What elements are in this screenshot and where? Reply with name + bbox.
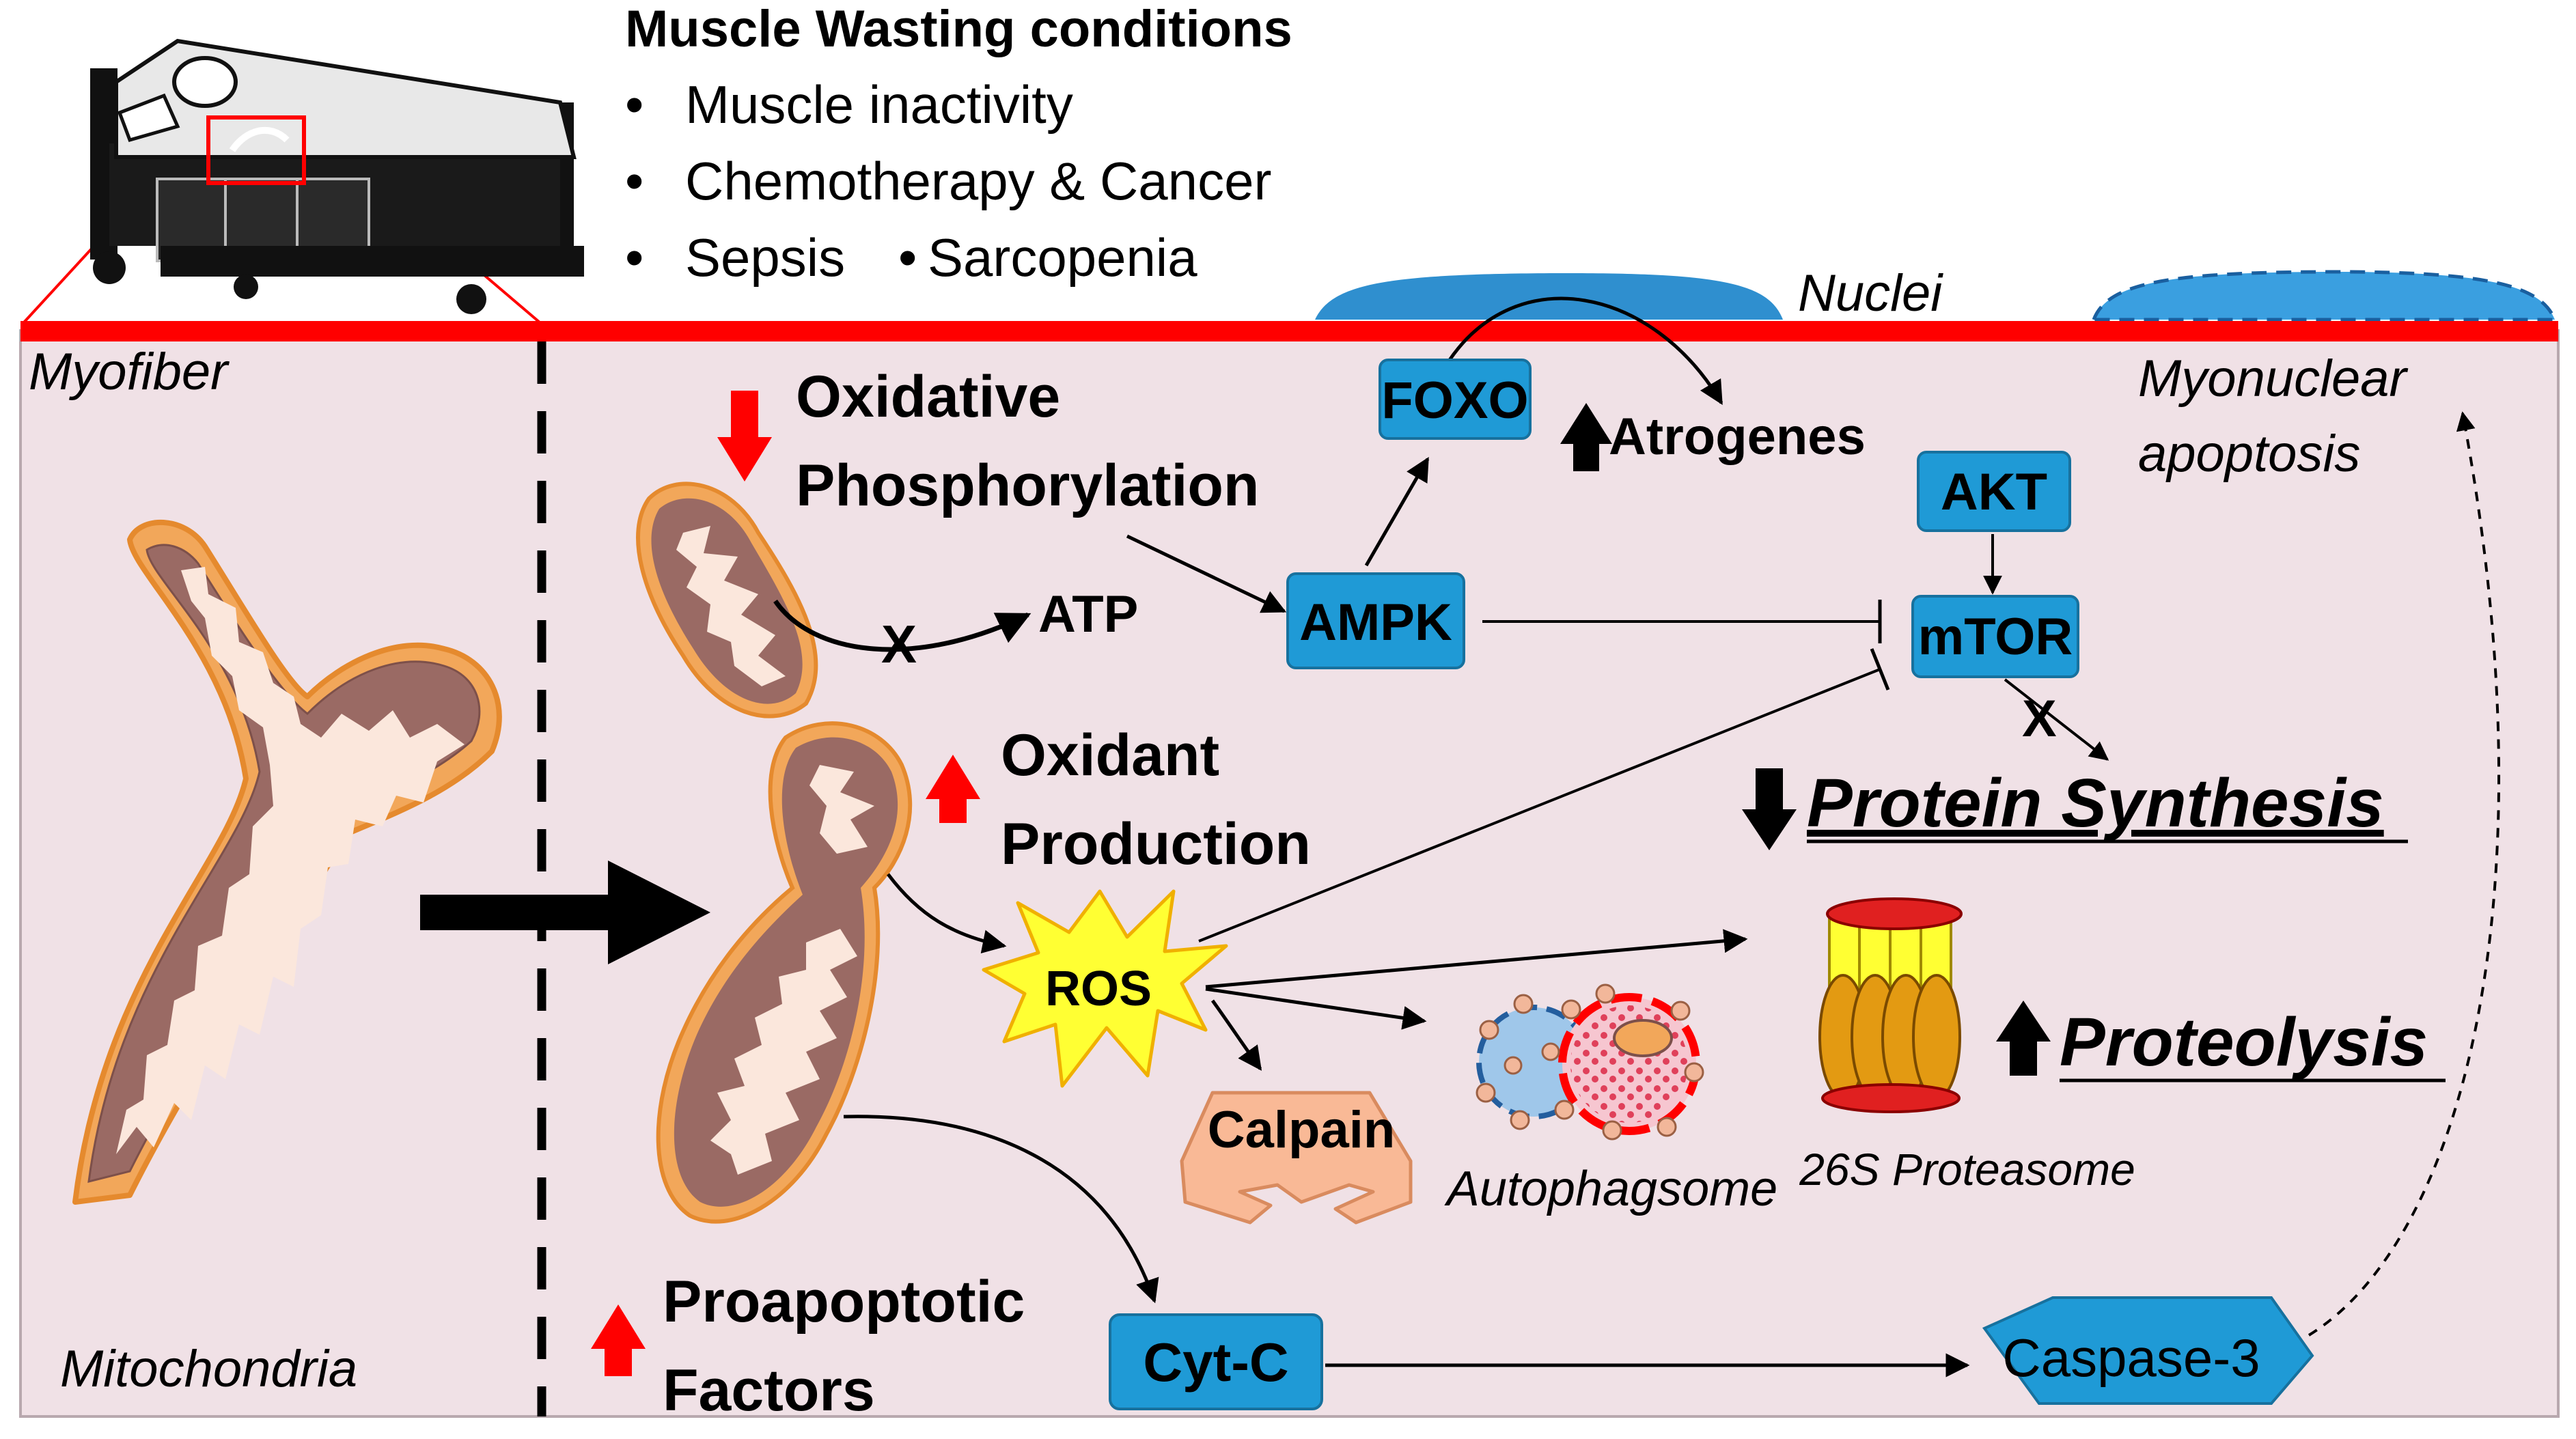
transition-arrow	[420, 861, 710, 964]
up-arrow-oxidant	[926, 755, 980, 823]
oxidant-production-label-line2: Production	[1001, 811, 1311, 877]
proteasome-illustration	[1818, 897, 1963, 1113]
patient-bed-illustration	[90, 38, 584, 314]
proteolysis-label: Proteolysis	[2060, 1004, 2428, 1080]
mtor-label: mTOR	[1918, 608, 2073, 666]
myofiber-label: Myofiber	[29, 343, 230, 401]
autophagosome-illustration	[1476, 983, 1704, 1141]
arrow-mito-to-ros	[887, 873, 1007, 953]
akt-node	[1917, 451, 2071, 532]
arrow-mito-to-cytc	[843, 1115, 1159, 1304]
arrow-ampk-to-foxo	[1364, 456, 1430, 567]
caspase3-label: Caspase-3	[2002, 1328, 2260, 1388]
cytc-label: Cyt-C	[1143, 1332, 1288, 1393]
nucleus-right-apoptotic	[2091, 270, 2558, 322]
arrow-ros-to-calpain	[1210, 999, 1262, 1071]
conditions-bullet-4: •	[898, 227, 917, 288]
oxidant-production-label-line1: Oxidant	[1001, 723, 1219, 788]
cytc-node	[1109, 1313, 1323, 1410]
atp-production-arrow	[773, 600, 1031, 652]
inhibition-bar-ros	[1870, 648, 1890, 690]
mtor-blocked-x-icon: X	[2022, 690, 2057, 748]
up-arrow-proteolysis	[1996, 1001, 2051, 1076]
oxidative-phosphorylation-label-line2: Phosphorylation	[796, 453, 1259, 518]
autophagosome-label: Autophagsome	[1444, 1162, 1777, 1216]
condition-chemotherapy-cancer: Chemotherapy & Cancer	[685, 151, 1271, 211]
condition-sepsis: Sepsis	[685, 227, 845, 288]
condition-muscle-inactivity: Muscle inactivity	[685, 74, 1073, 135]
mitochondria-label: Mitochondria	[60, 1340, 357, 1398]
conditions-title: Muscle Wasting conditions	[625, 0, 1292, 58]
calpain-shape	[1180, 1091, 1413, 1225]
inhibition-ros-to-mtor	[1198, 668, 1881, 942]
ros-label: ROS	[1045, 962, 1152, 1016]
damaged-mitochondrion-top	[636, 481, 818, 718]
myonuclear-apoptosis-label-line2: apoptosis	[2138, 425, 2360, 483]
foxo-node	[1379, 359, 1532, 440]
myonuclear-apoptosis-label-line1: Myonuclear	[2138, 350, 2409, 408]
ros-burst	[982, 889, 1228, 1088]
mtor-node	[1911, 595, 2079, 678]
down-arrow-oxphos	[717, 391, 772, 481]
damaged-mitochondrion-bottom	[656, 721, 913, 1224]
arrow-oxphos-to-ampk	[1126, 534, 1287, 613]
arrow-foxo-to-atrogenes	[1446, 296, 1723, 406]
up-arrow-atrogenes	[1560, 403, 1612, 471]
proapoptotic-factors-label-line1: Proapoptotic	[663, 1269, 1025, 1335]
condition-sarcopenia: Sarcopenia	[928, 227, 1197, 288]
arrow-ros-to-proteasome	[1205, 929, 1748, 989]
atp-label: ATP	[1038, 585, 1138, 643]
myofiber-cytoplasm	[19, 329, 2560, 1418]
nuclei-label: Nuclei	[1798, 264, 1943, 322]
proteasome-label: 26S Proteasome	[1799, 1144, 2135, 1194]
healthy-mitochondrion	[72, 519, 502, 1205]
nucleus-left	[1315, 273, 1783, 320]
conditions-bullet-1: •	[625, 74, 643, 135]
arrow-ros-to-autophagosome	[1205, 987, 1427, 1030]
conditions-bullet-2: •	[625, 151, 643, 211]
atp-blocked-x-icon: X	[881, 614, 917, 674]
akt-label: AKT	[1941, 463, 2047, 521]
calpain-label: Calpain	[1208, 1101, 1396, 1159]
foxo-label: FOXO	[1381, 372, 1528, 430]
proapoptotic-factors-label-line2: Factors	[663, 1358, 875, 1423]
protein-synthesis-label: Protein Synthesis	[1807, 765, 2384, 841]
arrow-caspase3-to-myonuclear-apoptosis	[2308, 411, 2500, 1337]
ampk-node	[1286, 572, 1465, 669]
arrow-mtor-to-protein-synthesis	[2004, 678, 2109, 761]
sarcolemma-membrane	[20, 321, 2558, 341]
down-arrow-protein-synthesis	[1742, 768, 1797, 850]
ampk-label: AMPK	[1299, 593, 1452, 652]
up-arrow-proapoptotic	[591, 1304, 646, 1376]
atrogenes-label: Atrogenes	[1609, 408, 1866, 466]
oxidative-phosphorylation-label-line1: Oxidative	[796, 364, 1060, 430]
conditions-bullet-3: •	[625, 227, 643, 288]
caspase3-node	[1982, 1296, 2314, 1405]
